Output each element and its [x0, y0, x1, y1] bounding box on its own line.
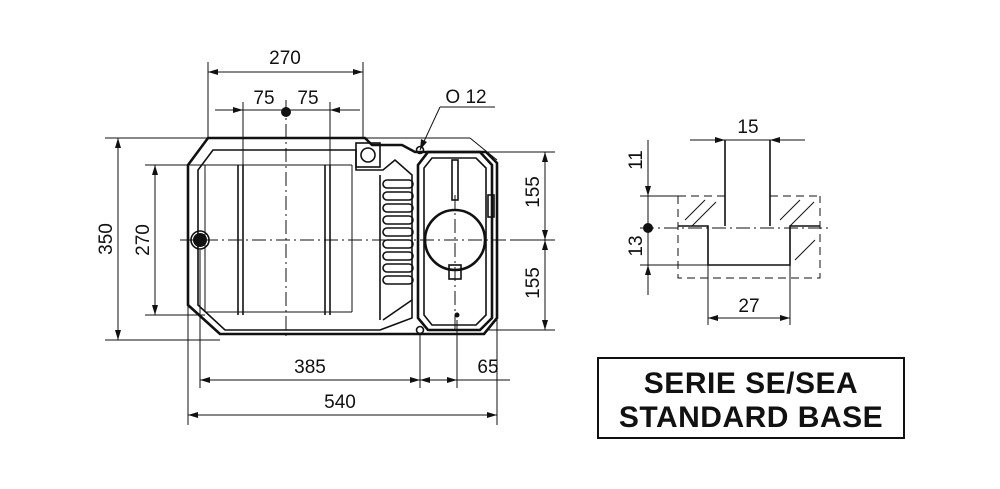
dim-right-offset: 65 [477, 357, 498, 378]
title-block: SERIE SE/SEA STANDARD BASE [597, 357, 905, 439]
dim-lower-depth: 13 [626, 235, 647, 256]
slot-point-marker [643, 223, 653, 233]
hole-rear-bottom [415, 325, 425, 335]
dim-slot-width: 15 [737, 117, 758, 138]
block-hidden-outline [677, 196, 821, 279]
dim-total-length: 540 [324, 392, 356, 413]
flange-lug [487, 194, 495, 218]
dim-half-left: 75 [253, 88, 274, 109]
dim-lower-half: 155 [523, 267, 544, 299]
dim-hole-dia: O 12 [445, 87, 486, 108]
flange-housing-inner [423, 157, 487, 326]
title-base-type: STANDARD BASE [618, 401, 884, 434]
slot-detail-view: 15 11 13 27 [626, 117, 830, 325]
dim-total-height: 350 [96, 223, 117, 255]
flange-housing [416, 150, 494, 332]
flange-slot-top [451, 159, 459, 201]
dimensions: 270 75 75 O 12 350 270 [96, 48, 555, 425]
title-series: SERIE SE/SEA [643, 367, 859, 400]
boss-circle [360, 147, 376, 163]
base-outer-contour [186, 136, 499, 336]
dim-inner-height: 270 [133, 224, 154, 256]
dim-half-right: 75 [297, 88, 318, 109]
hatching [684, 199, 816, 261]
cooling-fins [379, 175, 414, 321]
hole-rear-top [415, 145, 425, 155]
base-plan-view [180, 100, 510, 340]
dim-top-depth: 11 [626, 150, 647, 170]
boss-square [355, 142, 381, 168]
dim-bottom-width: 27 [738, 296, 759, 317]
t-slot-profile [678, 225, 820, 266]
dim-hole-spacing: 385 [294, 357, 326, 378]
rear-chamfer [469, 137, 498, 161]
dim-upper-half: 155 [523, 176, 544, 208]
hole-flange [454, 312, 460, 318]
dim-top-width: 270 [269, 48, 301, 69]
